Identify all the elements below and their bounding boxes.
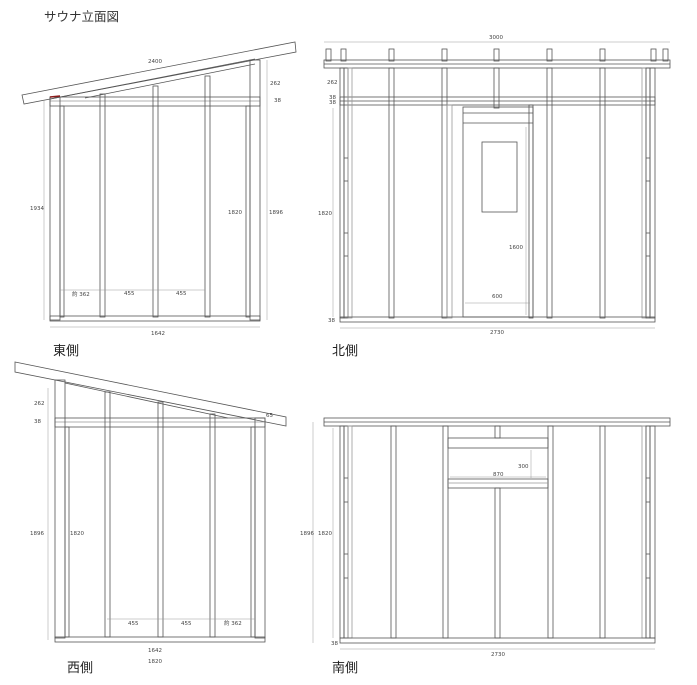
west-spacing-1: 455 (128, 621, 139, 627)
south-window-height: 300 (518, 464, 529, 470)
north-door-height: 1600 (509, 245, 523, 251)
east-stud: 1820 (228, 210, 242, 216)
west-spacing-2: 455 (181, 621, 192, 627)
west-width-2: 1820 (148, 659, 162, 665)
south-width: 2730 (491, 652, 505, 658)
south-total: 1896 (300, 531, 314, 537)
north-beam-1: 38 (329, 95, 336, 101)
north-width-top: 3000 (489, 35, 503, 41)
west-upper: 262 (34, 401, 45, 407)
east-width: 1642 (151, 331, 165, 337)
south-sill: 38 (331, 641, 338, 647)
west-beam: 38 (34, 419, 41, 425)
east-total-right: 1896 (269, 210, 283, 216)
north-beam-2: 38 (329, 100, 336, 106)
north-sill: 38 (328, 318, 335, 324)
east-spacing-2: 455 (124, 291, 135, 297)
north-door-width: 600 (492, 294, 503, 300)
west-total: 1896 (30, 531, 44, 537)
east-spacing-1: 約 362 (72, 290, 90, 298)
east-elevation (21, 41, 297, 328)
north-stud: 1820 (318, 211, 332, 217)
east-total-left: 1934 (30, 206, 44, 212)
south-window-width: 870 (493, 472, 504, 478)
east-roof-length: 2400 (148, 59, 162, 65)
south-view-label: 南側 (332, 661, 359, 676)
east-upper: 262 (270, 81, 281, 87)
page-title: サウナ立面図 (44, 9, 120, 24)
west-width: 1642 (148, 648, 162, 654)
south-stud: 1820 (318, 531, 332, 537)
west-overhang: 65 (266, 413, 273, 419)
west-elevation (14, 361, 287, 643)
north-upper: 262 (327, 80, 338, 86)
west-stud: 1820 (70, 531, 84, 537)
east-spacing-3: 455 (176, 291, 187, 297)
south-elevation (312, 417, 671, 650)
north-width: 2730 (490, 330, 504, 336)
east-view-label: 東側 (53, 344, 80, 359)
west-view-label: 西側 (67, 661, 94, 676)
east-beam: 38 (274, 98, 281, 104)
north-view-label: 北側 (332, 344, 359, 359)
west-spacing-3: 約 362 (224, 619, 242, 627)
north-elevation (323, 41, 671, 329)
